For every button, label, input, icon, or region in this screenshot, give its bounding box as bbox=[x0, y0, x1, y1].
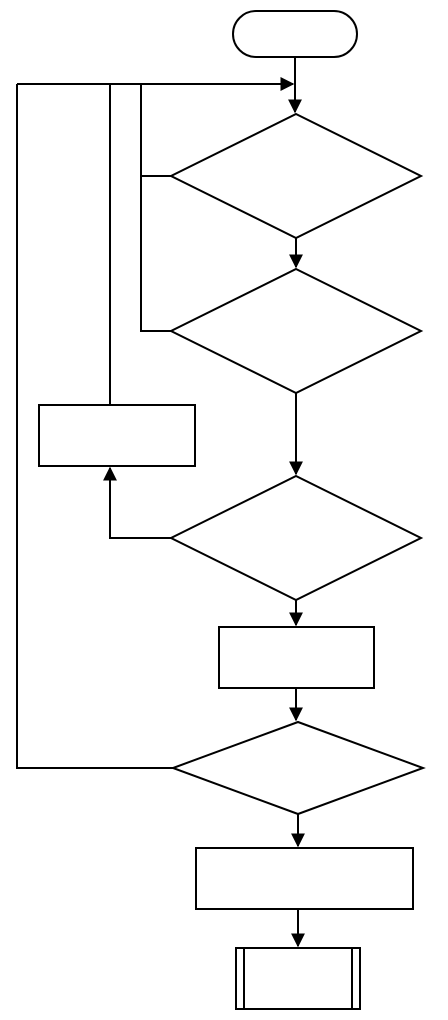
node-process-side bbox=[38, 404, 196, 467]
edge-decision-1-loop bbox=[140, 84, 171, 177]
node-decision-3 bbox=[168, 474, 424, 602]
edge-decision-2-loop bbox=[140, 176, 171, 332]
connectors bbox=[16, 57, 305, 948]
edge-decision-3-to-side-process bbox=[103, 466, 171, 539]
node-end-subroutine bbox=[235, 947, 361, 1010]
node-start bbox=[232, 10, 358, 58]
node-decision-2 bbox=[168, 267, 424, 395]
node-decision-4 bbox=[170, 720, 426, 816]
node-decision-1 bbox=[168, 112, 424, 240]
node-process-1 bbox=[218, 626, 375, 689]
node-process-2 bbox=[195, 847, 414, 910]
edge-decision-4-loop bbox=[16, 84, 173, 769]
